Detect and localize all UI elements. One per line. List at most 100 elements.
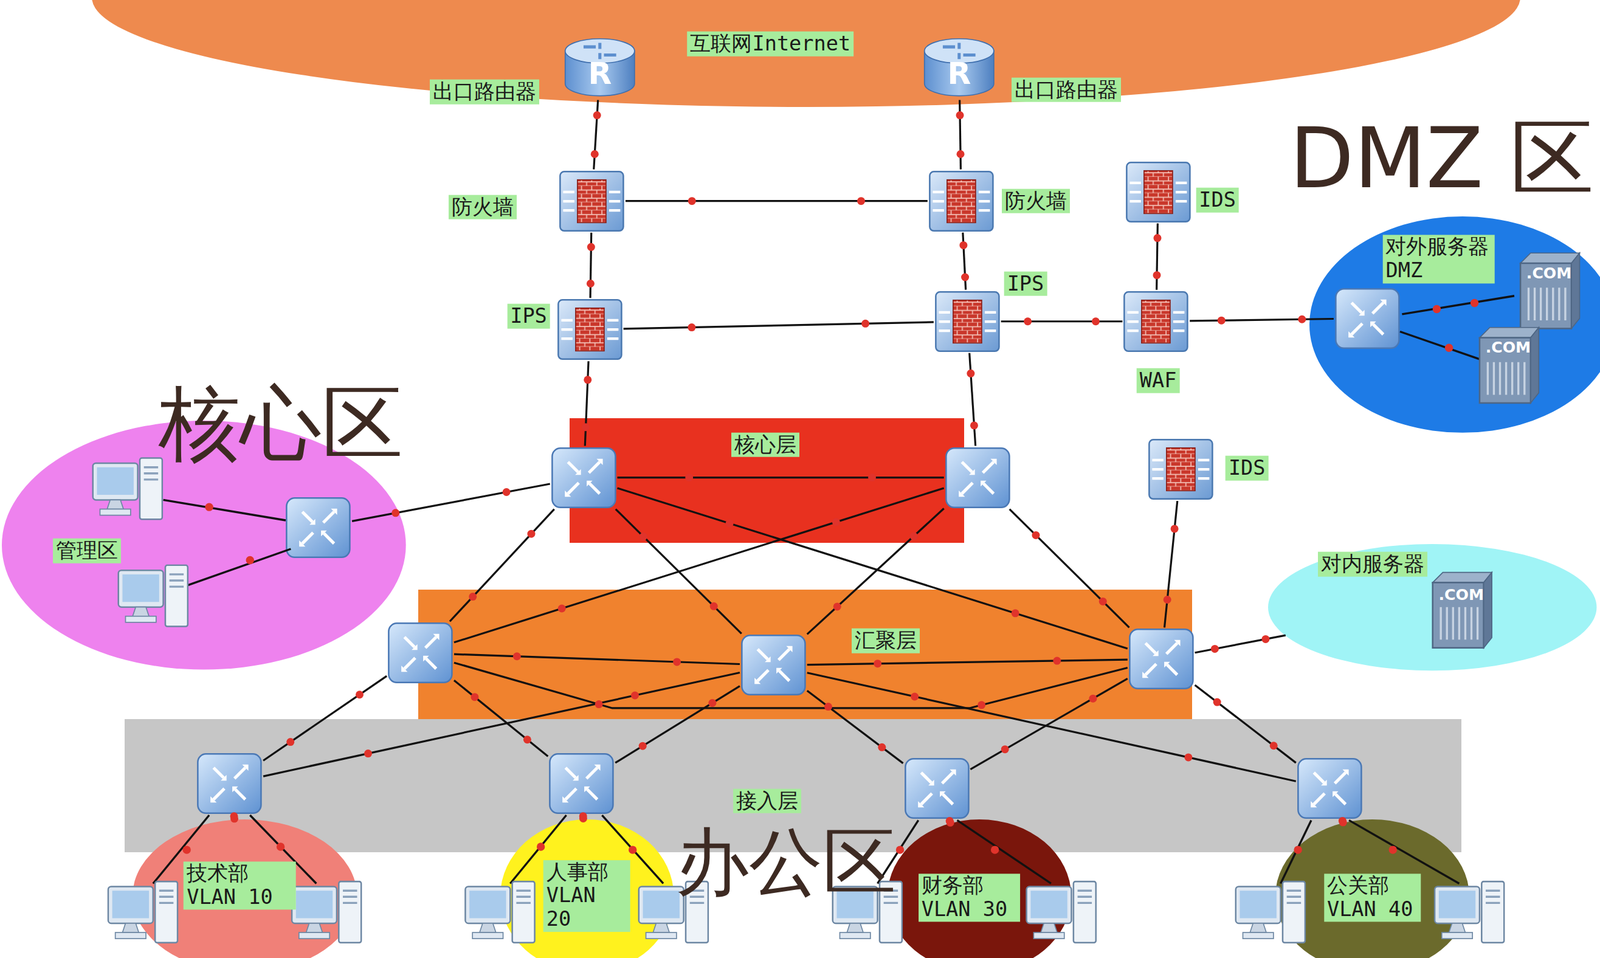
device-icon — [386, 621, 455, 685]
link-dot — [959, 241, 968, 250]
network-link — [623, 322, 934, 329]
ellipse-fill — [1275, 819, 1470, 958]
server-icon — [1479, 327, 1539, 404]
device-label: IDS — [1195, 187, 1239, 213]
device-icon — [1333, 286, 1402, 351]
link-dot — [1184, 753, 1193, 762]
server-mark: .COM — [1438, 586, 1484, 604]
switch-body — [286, 497, 351, 557]
link-dot — [182, 845, 191, 854]
network-link — [615, 686, 740, 763]
ellipse-fill — [91, 0, 1521, 107]
device-label: 互联网Internet — [686, 31, 854, 57]
link-dot — [1338, 817, 1347, 825]
network-link — [263, 672, 740, 777]
device-icon — [1124, 160, 1193, 224]
link-dot — [468, 592, 477, 601]
link-dot — [639, 532, 648, 541]
pc-icon — [465, 881, 535, 943]
ellipse-fill — [1309, 216, 1600, 433]
link-dot — [945, 817, 954, 825]
link-dot — [590, 150, 599, 159]
switch-icon — [944, 446, 1012, 510]
device-label: WAF — [1136, 368, 1180, 394]
link-dot — [1163, 595, 1172, 604]
appliance-body — [929, 171, 993, 231]
region-ellipse: 核心区管理区 — [1, 420, 407, 670]
link-line — [153, 815, 210, 884]
link-dot — [832, 517, 841, 526]
router-mark: R — [588, 55, 613, 92]
device-label: 公关部 VLAN 40 — [1324, 874, 1421, 923]
device-label: 对外服务器 DMZ — [1382, 235, 1495, 284]
device-icon — [195, 751, 264, 816]
switch-icon — [195, 751, 264, 816]
switch-icon — [1333, 286, 1402, 351]
region-ellipse: 互联网InternetR出口路由器R出口路由器 — [91, 0, 1521, 107]
region-ellipse: 人事部 VLAN 20 — [500, 819, 674, 958]
link-dot — [579, 812, 588, 821]
device-label: 出口路由器 — [429, 79, 540, 105]
switch-icon — [386, 621, 455, 685]
network-link — [969, 353, 976, 447]
network-link — [807, 659, 1128, 665]
link-dot — [638, 742, 647, 751]
server-mark: .COM — [1485, 339, 1531, 357]
brick-wall — [947, 179, 976, 222]
link-dot — [229, 812, 238, 821]
switch-icon — [903, 756, 971, 821]
network-link — [454, 662, 1128, 709]
link-dot — [1170, 524, 1179, 533]
traffic-arrows — [563, 192, 621, 211]
switch-icon — [739, 633, 808, 697]
traffic-arrows — [1151, 460, 1210, 479]
link-dot — [502, 488, 511, 497]
network-link — [1189, 318, 1334, 321]
link-dot — [1470, 299, 1479, 307]
link-dot — [833, 602, 842, 611]
pc-icon — [108, 881, 178, 943]
link-line — [957, 820, 1052, 884]
network-link — [807, 690, 904, 763]
link-line — [183, 548, 291, 587]
link-dot — [355, 690, 364, 699]
link-dot — [1023, 317, 1032, 326]
network-link — [351, 483, 551, 521]
link-dot — [364, 749, 373, 758]
network-link — [454, 654, 740, 664]
zone-title: 核心区 — [158, 376, 404, 470]
appliance-body — [1148, 439, 1213, 499]
device-icon — [933, 289, 1002, 354]
switch-body — [551, 448, 616, 507]
switch-arrows — [1142, 640, 1180, 678]
brick-wall — [1166, 448, 1196, 491]
switch-icon — [1127, 627, 1196, 691]
device-label: IPS — [506, 303, 551, 329]
switch-arrows — [1310, 769, 1349, 808]
pc-icon — [1434, 881, 1504, 943]
device-icon — [1127, 627, 1196, 691]
link-dot — [977, 700, 986, 709]
link-dot — [628, 845, 637, 854]
device-icon — [927, 169, 996, 233]
appliance-body — [1126, 162, 1190, 222]
security-appliance: 防火墙 — [558, 169, 626, 233]
security-appliance: WAF — [1122, 289, 1190, 354]
security-appliance: IPS — [933, 289, 1002, 354]
link-dot — [1389, 845, 1397, 854]
link-dot — [910, 692, 919, 701]
device-label: 出口路由器 — [1011, 77, 1121, 103]
link-dot — [861, 319, 870, 328]
device-icon — [1147, 437, 1215, 501]
link-line — [1348, 820, 1459, 884]
link-line — [877, 820, 919, 884]
layer-band: 汇聚层 — [418, 589, 1192, 721]
link-dot — [725, 519, 734, 528]
device-label: 技术部 VLAN 10 — [183, 861, 297, 910]
link-dot — [286, 737, 295, 746]
network-link — [263, 675, 387, 761]
link-dot — [246, 556, 255, 565]
link-dot — [708, 699, 717, 707]
switch-body — [905, 759, 969, 819]
link-dot — [1444, 344, 1453, 352]
